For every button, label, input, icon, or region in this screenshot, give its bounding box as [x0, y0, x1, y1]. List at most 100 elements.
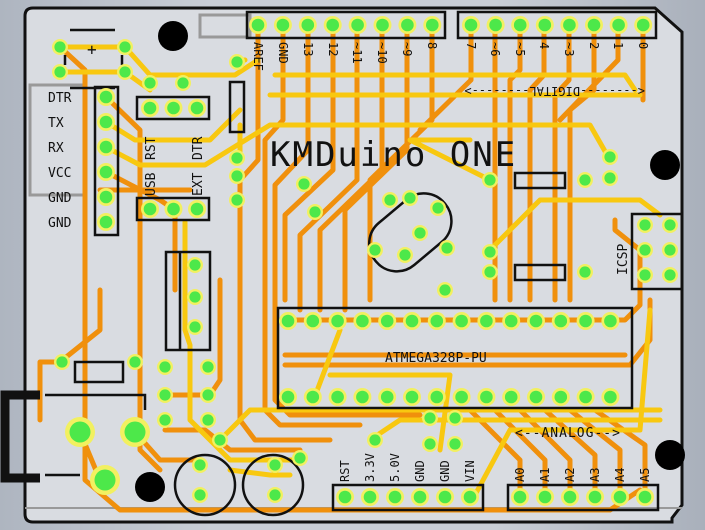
usb-label: USB — [144, 172, 159, 196]
power-pin-label: GND — [413, 460, 427, 482]
analog-label: <--ANALOG--> — [515, 426, 621, 441]
jumper-rst — [135, 95, 211, 121]
pad — [303, 312, 322, 330]
pad — [212, 432, 228, 448]
digital-pin-label: 8 — [425, 42, 439, 49]
pad — [601, 312, 620, 330]
ext-label: EXT — [191, 172, 206, 196]
pad — [398, 16, 417, 34]
pad — [427, 312, 446, 330]
pad — [188, 99, 206, 117]
pad — [397, 247, 413, 263]
pad — [437, 282, 453, 298]
pad — [602, 149, 618, 165]
analog-header — [506, 483, 660, 512]
pad — [576, 388, 595, 406]
pad — [187, 257, 203, 273]
pad — [527, 312, 545, 330]
pad — [403, 388, 421, 406]
pad — [662, 217, 678, 233]
digital-pin-label: ~3 — [562, 42, 576, 56]
pad — [117, 39, 133, 55]
resistor-1 — [228, 80, 246, 134]
power-pin-label: RST — [338, 460, 352, 482]
pad — [423, 16, 442, 34]
pad — [90, 465, 120, 495]
pad — [561, 488, 579, 506]
board-title: KMDuino ONE — [270, 135, 517, 175]
mounting-hole — [158, 21, 188, 51]
digital-pin-label: 2 — [587, 42, 601, 49]
mounting-hole — [135, 472, 165, 502]
pad — [462, 16, 480, 34]
pad — [52, 39, 68, 55]
pad — [127, 354, 143, 370]
pad — [192, 457, 208, 473]
led-1 — [173, 453, 237, 517]
resistor-2 — [513, 171, 567, 190]
digital-pin-label: 4 — [537, 42, 551, 49]
pad — [461, 488, 479, 506]
power-pin-label: VIN — [463, 460, 477, 482]
pad — [192, 487, 208, 503]
pad — [436, 488, 454, 506]
pad — [378, 312, 397, 330]
pad — [601, 388, 620, 406]
pad — [229, 150, 245, 166]
pad — [141, 99, 159, 117]
pad — [97, 113, 115, 131]
digital-header-right — [456, 10, 658, 40]
pad — [662, 267, 678, 283]
pad — [249, 16, 267, 34]
pad — [229, 168, 245, 184]
pad — [188, 200, 206, 218]
pad — [527, 388, 545, 406]
pad — [298, 16, 317, 34]
pad — [611, 488, 629, 506]
pad — [200, 412, 216, 428]
pad — [307, 204, 323, 220]
pad — [637, 217, 653, 233]
pad — [164, 99, 183, 117]
pad — [486, 16, 505, 34]
pad — [577, 172, 593, 188]
pad — [535, 16, 554, 34]
pad — [585, 16, 603, 34]
pad — [273, 16, 292, 34]
pad — [65, 417, 95, 447]
pad — [279, 312, 297, 330]
pad — [323, 16, 342, 34]
pad — [511, 16, 530, 34]
pad — [430, 200, 446, 216]
analog-pin-label: A1 — [538, 468, 552, 482]
digital-pin-label: 13 — [301, 42, 315, 56]
pad — [353, 388, 372, 406]
pad — [511, 488, 529, 506]
pad — [175, 75, 191, 91]
polarity-label: + — [87, 40, 97, 59]
icsp-label: ICSP — [616, 244, 631, 275]
ftdi-pin-label: GND — [48, 191, 72, 206]
pad — [97, 138, 115, 156]
ftdi-pin-label: GND — [48, 216, 72, 231]
pad — [353, 312, 372, 330]
mounting-holes — [135, 21, 685, 502]
pad — [267, 457, 283, 473]
pad — [551, 388, 570, 406]
pad — [157, 387, 173, 403]
pad — [536, 488, 554, 506]
digital-pin-label: ~10 — [375, 42, 389, 64]
pad — [637, 267, 653, 283]
top-traces — [57, 44, 663, 498]
analog-pin-label: A3 — [588, 468, 602, 482]
pad — [576, 312, 595, 330]
pad — [427, 388, 446, 406]
pad — [200, 387, 216, 403]
pad — [373, 16, 392, 34]
pad — [502, 312, 521, 330]
chip-label: ATMEGA328P-PU — [385, 351, 487, 366]
digital-pin-label: 12 — [326, 42, 340, 56]
pad — [662, 242, 678, 258]
